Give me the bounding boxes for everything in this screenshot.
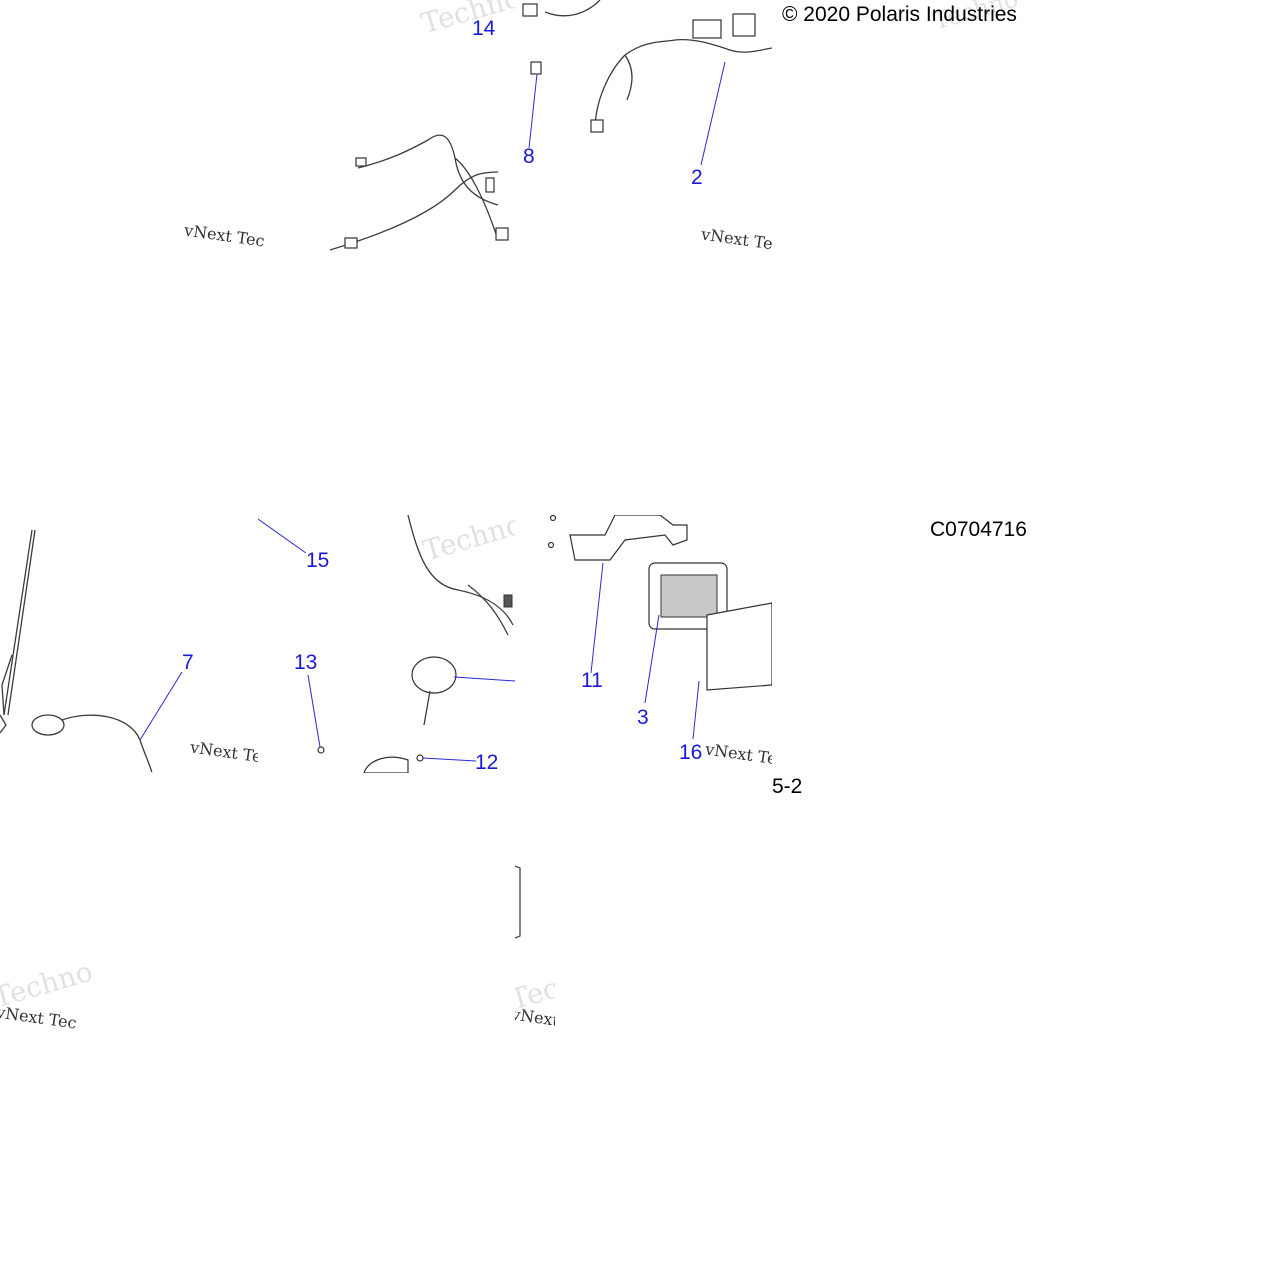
page-fragment: 5-2 [772,775,802,798]
callout-14: 14 [472,17,496,40]
harness-left-drawing [329,134,509,251]
callout-3: 3 [637,706,649,729]
diagram-tile-dome: Techno 15 13 12 [258,515,515,773]
connector [522,3,538,17]
copyright-tile: Techno © 2020 Polaris Industries [772,0,1030,30]
diagram-tile-harness-right: 8 2 vNext Tec [515,0,772,258]
dome-antenna [411,656,457,694]
diagram-code: C0704716 [930,518,1027,541]
callout-7: 7 [182,651,194,674]
callout-12: 12 [475,751,499,773]
connector-block [732,13,756,37]
watermark: Techno [0,954,97,1015]
callout-15: 15 [306,549,330,572]
display-drawing [547,515,772,740]
fastener [547,541,555,549]
fastener [416,754,424,762]
mounting-bracket [569,515,688,561]
panel-edge [515,865,521,939]
callout-11: 11 [581,669,603,692]
dome-drawing [258,515,515,773]
code-tile: C0704716 [930,515,1030,555]
bracket [363,756,409,773]
callout-16: 16 [679,741,703,764]
connector-end [344,237,358,249]
microphone [31,714,65,736]
diagram-tile-bottom-left: Techno vNext Tec 9 [0,772,258,1030]
antenna-drawing [0,529,183,773]
bottom-part-drawing [515,865,521,939]
bulb-socket [530,61,542,75]
fastener [317,746,325,754]
page-fragment-tile: 5-2 [772,772,802,802]
diagram-tile-display: 11 3 16 vNext Tec [515,515,772,773]
diagram-tile-antenna: vNext Tec 7 [0,515,258,773]
connector-end [355,157,367,167]
connector-block [692,19,722,39]
connector-end [495,227,509,241]
callout-13: 13 [294,651,318,674]
display-housing [706,602,772,691]
diagram-tile-harness-left: Techno vNext Tec 14 [180,0,515,258]
copyright-notice: © 2020 Polaris Industries [782,3,1017,26]
diagram-tile-bottom-right: Techno vNext Tec [515,860,555,1030]
callout-2: 2 [691,166,703,189]
connector-end [485,177,495,193]
watermark: vNext Tec [0,1002,78,1030]
harness-right-drawing [522,0,772,166]
connector [590,119,604,133]
fastener [549,515,557,522]
callout-8: 8 [523,145,535,168]
